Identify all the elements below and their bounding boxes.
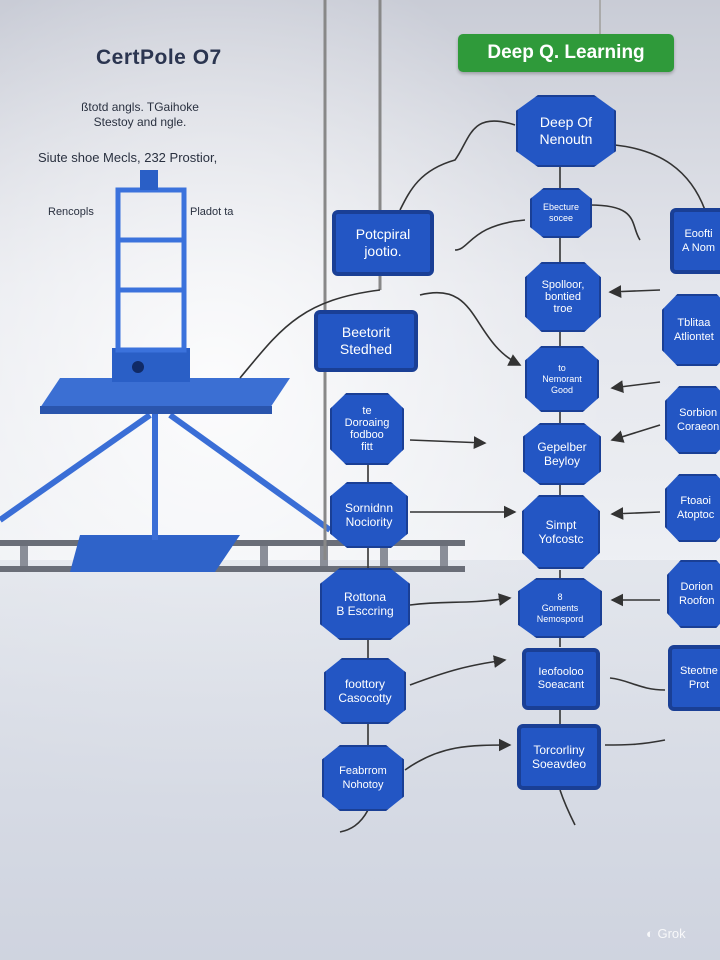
state-note: ßtotd angls. TGaihoke Stestoy and ngle. [81,100,199,129]
node-center-2: Spolloor, bontied troe [525,262,601,332]
node-deep-q-network: Deep Of Nenoutn [516,95,616,167]
cart-legs [0,410,332,540]
cart-label-left: Rencopls [48,206,94,218]
node-center-3: to Nemorant Good [525,346,599,412]
node-center-8: Torcorliny Soeavdeo [517,724,601,790]
watermark-text: Grok [657,926,686,941]
state-note-2: Siute shoe Mecls, 232 Prostior, [38,150,218,165]
deep-q-learning-banner: Deep Q. Learning [458,34,674,72]
node-right-3: Sorbion Coraeon [665,386,720,454]
cart-motor-box [112,348,190,382]
node-center-5: Simpt Yofcostc [522,495,600,569]
node-center-7: Ieofooloo Soeacant [522,648,600,710]
node-left-7: Feabrrom Nohotoy [322,745,404,811]
node-left-3: te Doroaing fodboo fitt [330,393,404,465]
node-right-5: Dorion Roofon [667,560,720,628]
node-right-2: Tblitaa Atliontet [662,294,720,366]
node-left-6: foottory Casocotty [324,658,406,724]
node-center-4: Gepelber Beyloy [523,423,601,485]
node-left-5: Rottona B Esccring [320,568,410,640]
node-center-1: Ebecture socee [530,188,592,238]
node-right-4: Ftoaoi Atoptoc [665,474,720,542]
node-left-1: Potcpiral jootio. [332,210,434,276]
watermark: ◐ Grok [646,926,686,941]
cart-base [70,535,240,572]
node-left-2: Beetorit Stedhed [314,310,418,372]
cart-platform [40,378,290,408]
node-left-4: Sornidnn Nociority [330,482,408,548]
cart-label-right: Pladot ta [190,206,234,218]
node-center-6: 8 Goments Nemospord [518,578,602,638]
node-right-1: Eoofti A Nom [670,208,720,274]
page-title: CertPole O7 [96,46,222,69]
node-right-6: Steotne Prot [668,645,720,711]
